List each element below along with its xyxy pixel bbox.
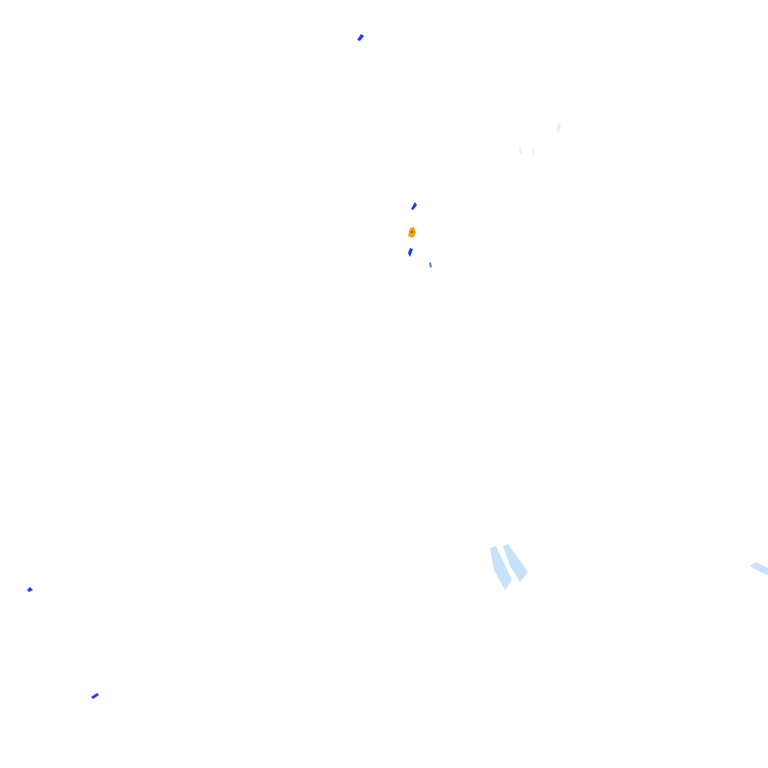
radar-echo-cell bbox=[27, 587, 33, 592]
radar-echo-shape bbox=[91, 693, 99, 699]
radar-echo-cell bbox=[408, 227, 416, 238]
radar-echo-shape bbox=[556, 122, 561, 133]
radar-echo-shape bbox=[503, 544, 528, 582]
radar-echo-core-extreme bbox=[411, 231, 413, 233]
radar-echo-cell bbox=[556, 122, 561, 133]
radar-echo-cell bbox=[532, 148, 535, 156]
radar-echo-shape bbox=[27, 587, 33, 592]
radar-echo-shape bbox=[519, 146, 522, 154]
radar-echo-cell bbox=[408, 248, 413, 257]
radar-echo-cell bbox=[411, 202, 417, 210]
radar-echo-cell bbox=[750, 562, 768, 575]
radar-echo-cell bbox=[91, 693, 99, 699]
radar-echo-shape bbox=[750, 562, 768, 575]
radar-echo-shape bbox=[532, 148, 535, 156]
radar-echo-shape bbox=[429, 262, 432, 268]
radar-echo-cell bbox=[503, 544, 528, 582]
radar-echo-cell bbox=[429, 262, 432, 268]
radar-echo-shape bbox=[490, 546, 512, 590]
radar-echo-shape bbox=[408, 248, 413, 257]
radar-echo-shape bbox=[411, 202, 417, 210]
radar-echo-shape bbox=[357, 34, 364, 41]
radar-echo-cell bbox=[357, 34, 364, 41]
radar-echo-cell bbox=[519, 146, 522, 154]
radar-echo-cell bbox=[490, 546, 512, 590]
